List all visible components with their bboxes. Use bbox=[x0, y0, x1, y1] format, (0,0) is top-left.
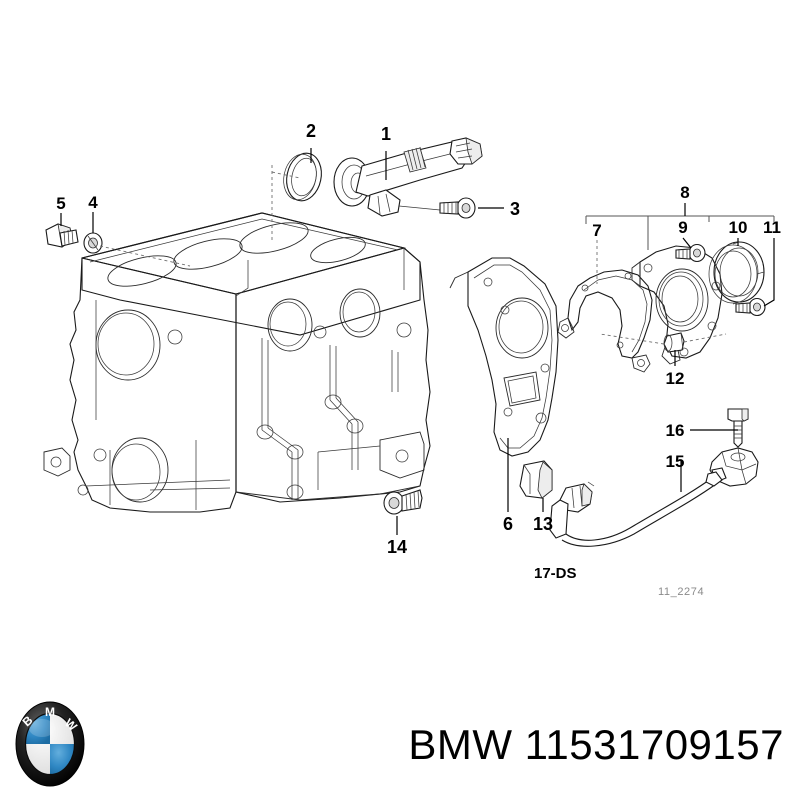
callout-11: 11 bbox=[763, 218, 781, 237]
housing-bolt bbox=[675, 243, 706, 263]
engine-block-bolt bbox=[383, 489, 423, 515]
bmw-roundel-logo: B M W bbox=[14, 698, 86, 790]
part-number-caption: BMW 11531709157 bbox=[408, 721, 784, 768]
callout-14: 14 bbox=[387, 537, 407, 557]
footer-bar: B M W BMW 11531709157 bbox=[0, 690, 800, 800]
callout-numbers: 1 2 3 4 5 6 7 8 9 10 11 12 13 14 15 16 bbox=[56, 121, 781, 557]
hex-bolt-small bbox=[439, 197, 476, 219]
callout-4: 4 bbox=[88, 193, 98, 212]
leader-lines bbox=[60, 148, 775, 535]
parts-diagram: 1 2 3 4 5 6 7 8 9 10 11 12 13 14 15 16 1… bbox=[43, 121, 781, 598]
callout-3: 3 bbox=[510, 199, 520, 219]
core-plug-cap bbox=[519, 460, 553, 499]
callout-12: 12 bbox=[666, 369, 685, 388]
o-ring-seal bbox=[283, 152, 322, 202]
callout-2: 2 bbox=[306, 121, 316, 141]
callout-9: 9 bbox=[678, 218, 687, 237]
logo-letter-m: M bbox=[45, 705, 55, 719]
engine-cylinder-block bbox=[43, 212, 431, 513]
dowel-pin bbox=[663, 332, 685, 353]
timing-case-gasket bbox=[449, 257, 559, 457]
crankshaft-rear-seal-ring bbox=[708, 241, 765, 305]
sealing-washer bbox=[83, 232, 103, 254]
crankshaft-pulse-sensor bbox=[549, 447, 759, 547]
callout-7: 7 bbox=[592, 221, 601, 240]
callout-1: 1 bbox=[381, 124, 391, 144]
oil-drain-plug bbox=[45, 223, 79, 248]
callout-10: 10 bbox=[729, 218, 748, 237]
callout-5: 5 bbox=[56, 194, 65, 213]
rear-seal-housing-gasket bbox=[557, 269, 653, 373]
sensor-mounting-bolt bbox=[727, 408, 749, 448]
callout-6: 6 bbox=[503, 514, 513, 534]
callout-16: 16 bbox=[666, 421, 685, 440]
callout-13: 13 bbox=[533, 514, 553, 534]
sheet-code: 17-DS bbox=[534, 565, 577, 582]
callout-8: 8 bbox=[680, 183, 689, 202]
drawing-reference: 11_2274 bbox=[658, 586, 704, 598]
housing-stud-bolt bbox=[735, 297, 766, 317]
callout-15: 15 bbox=[666, 452, 685, 471]
oil-dipstick-guide-tube bbox=[333, 137, 483, 217]
